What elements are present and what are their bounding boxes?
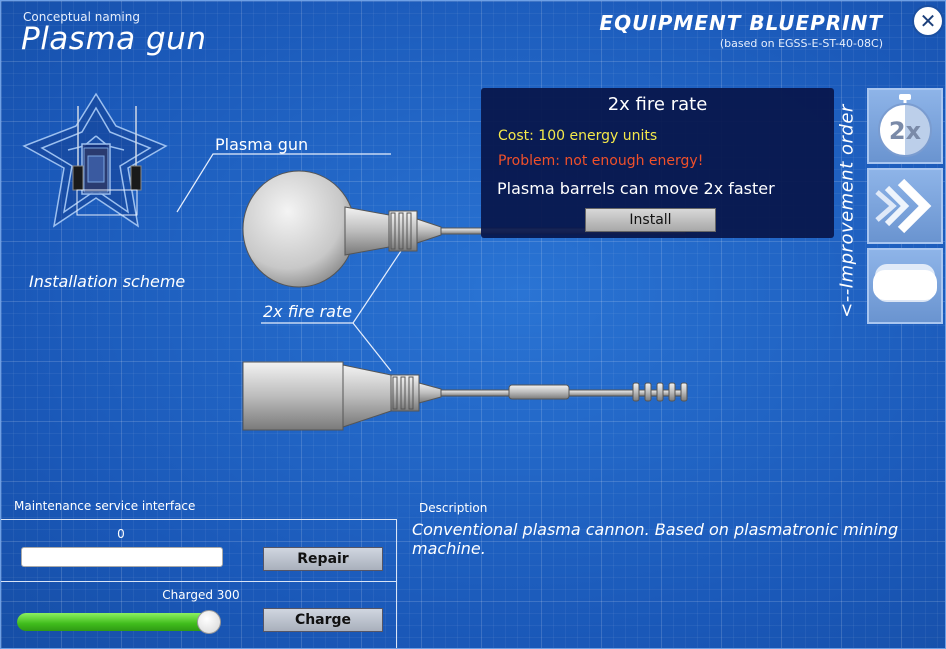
upgrade-slot-capacity[interactable]: [867, 248, 943, 324]
stopwatch-2x-icon: 2x: [878, 94, 932, 157]
maintenance-panel: [1, 519, 397, 648]
close-icon: ✕: [919, 9, 937, 33]
installation-scheme-caption: Installation scheme: [29, 272, 186, 291]
upgrade-slot-fire-rate[interactable]: 2x: [867, 88, 943, 164]
close-button[interactable]: ✕: [912, 5, 944, 37]
tooltip-title: 2x fire rate: [607, 94, 708, 115]
maintenance-divider: [1, 581, 397, 582]
tooltip-description: Plasma barrels can move 2x faster: [497, 179, 775, 198]
maintenance-label: Maintenance service interface: [14, 499, 196, 513]
charge-value: Charged 300: [162, 588, 240, 602]
svg-text:2x: 2x: [889, 117, 922, 145]
charge-button[interactable]: Charge: [263, 608, 383, 632]
ship-schematic: [22, 92, 168, 228]
repair-button[interactable]: Repair: [263, 547, 383, 571]
item-title: Plasma gun: [21, 21, 207, 57]
upgrade-tooltip: 2x fire rate Cost: 100 energy units Prob…: [481, 88, 834, 238]
charge-slider[interactable]: [17, 613, 221, 631]
install-button[interactable]: Install: [585, 208, 716, 232]
blueprint-subtitle: (based on EGSS-E-ST-40-08C): [719, 37, 883, 50]
upgrade-slot-speed[interactable]: [867, 168, 943, 244]
repair-progress-bar: [21, 547, 223, 567]
fire-rate-callout: 2x fire rate: [263, 302, 353, 321]
concept-naming-label: Conceptual naming: [23, 10, 140, 24]
charge-fill: [17, 613, 209, 631]
description-text: Conventional plasma cannon. Based on pla…: [412, 520, 899, 558]
charge-slider-handle[interactable]: [197, 610, 221, 634]
tooltip-problem: Problem: not enough energy!: [498, 153, 704, 169]
repair-value: 0: [117, 527, 125, 541]
rounded-bar-icon: [873, 264, 937, 302]
improvement-order-label: <--Improvement order: [836, 104, 858, 318]
double-chevron-right-icon: [875, 178, 932, 234]
plasma-gun-callout: Plasma gun: [215, 135, 309, 154]
blueprint-title: EQUIPMENT BLUEPRINT: [599, 11, 883, 35]
description-label: Description: [419, 501, 488, 515]
tooltip-cost: Cost: 100 energy units: [498, 128, 658, 144]
